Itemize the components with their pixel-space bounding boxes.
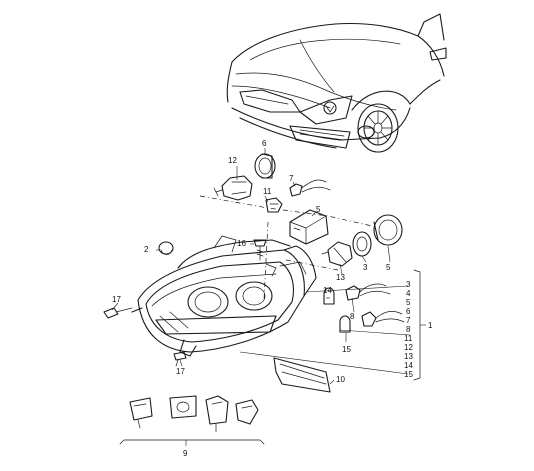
callout-17-upper: 17 <box>112 295 121 304</box>
group-item: 15 <box>404 370 413 379</box>
callout-9: 9 <box>183 449 188 458</box>
ballast-module-part-4 <box>289 209 329 245</box>
group-item: 6 <box>406 307 411 316</box>
cover-cap-part-5 <box>373 214 403 246</box>
callout-3: 3 <box>363 263 368 272</box>
callout-5: 5 <box>386 263 391 272</box>
group-item: 12 <box>404 343 413 352</box>
callout-14: 14 <box>323 286 332 295</box>
bulb-part-12 <box>213 175 253 201</box>
group-item: 4 <box>406 289 411 298</box>
callout-1: 1 <box>428 321 433 330</box>
callout-7-top: 7 <box>289 174 294 183</box>
car-front-illustration <box>226 13 447 153</box>
screw-part-16 <box>253 239 267 261</box>
assembly-line-low <box>285 259 339 271</box>
bulb-part-13 <box>321 241 353 267</box>
assembly-line-top <box>199 195 373 227</box>
bulb-part-11 <box>265 197 283 213</box>
group-item: 5 <box>406 298 411 307</box>
group-item: 13 <box>404 352 413 361</box>
callout-8: 8 <box>350 312 355 321</box>
leader-lines <box>111 148 391 385</box>
group-item: 14 <box>404 361 413 370</box>
callout-6: 6 <box>262 139 267 148</box>
callout-16: 16 <box>237 239 246 248</box>
group-parts-list: 3 4 5 6 7 8 11 12 13 14 15 <box>404 280 413 379</box>
assembly-line-mid <box>263 221 269 301</box>
plug-part-2 <box>158 241 174 255</box>
callout-15: 15 <box>342 345 351 354</box>
group-brace <box>239 269 426 381</box>
callout-13: 13 <box>336 273 345 282</box>
callout-2: 2 <box>144 245 149 254</box>
ring-part-3 <box>352 231 372 257</box>
group-item: 7 <box>406 316 411 325</box>
callout-labels: 12 6 7 11 5 2 16 13 3 5 14 8 15 17 17 10… <box>112 139 433 458</box>
wire-harness-part-8 <box>345 283 391 301</box>
callout-4: 5 <box>316 205 321 214</box>
screw-part-17-upper <box>103 307 133 319</box>
bulb-part-14 <box>323 287 335 305</box>
callout-11: 11 <box>263 187 272 196</box>
group-item: 11 <box>404 334 413 343</box>
group-item: 3 <box>406 280 411 289</box>
module-group-part-9 <box>119 395 265 446</box>
screw-part-17-lower <box>173 351 187 367</box>
bulb-part-15 <box>339 315 351 333</box>
callout-12: 12 <box>228 156 237 165</box>
trim-strip-part-10 <box>273 357 331 393</box>
headlight-housing <box>131 235 317 357</box>
callout-10: 10 <box>336 375 345 384</box>
group-item: 8 <box>406 325 411 334</box>
callout-17-lower: 17 <box>176 367 185 376</box>
wire-harness-part-7 <box>289 179 331 197</box>
cap-ring-part-6 <box>254 153 276 179</box>
wire-harness-lower <box>361 311 405 327</box>
